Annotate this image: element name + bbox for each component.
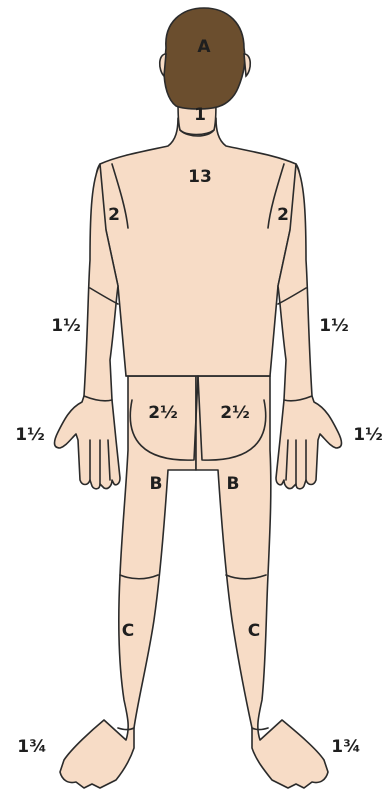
label-foot-right: 1¾ [331, 737, 360, 757]
label-thigh-right: B [227, 474, 240, 494]
right-ankle-line [252, 728, 268, 730]
left-ankle-line [118, 728, 134, 730]
label-foot-left: 1¾ [17, 737, 46, 757]
label-lower-leg-left: C [122, 621, 134, 641]
label-upper-arm-right: 2 [277, 205, 289, 225]
label-neck: 1 [194, 105, 206, 125]
label-head: A [197, 37, 211, 57]
label-hand-right: 1½ [353, 425, 382, 445]
trunk [96, 118, 300, 376]
left-ear [160, 54, 166, 76]
label-lower-leg-right: C [248, 621, 260, 641]
label-buttock-right: 2½ [220, 403, 249, 423]
label-thigh-left: B [150, 474, 163, 494]
label-forearm-right: 1½ [319, 316, 348, 336]
label-buttock-left: 2½ [148, 403, 177, 423]
label-forearm-left: 1½ [51, 316, 80, 336]
label-trunk: 13 [188, 167, 212, 187]
right-ear [244, 54, 250, 76]
label-hand-left: 1½ [15, 425, 44, 445]
label-upper-arm-left: 2 [108, 205, 120, 225]
head-hair [164, 8, 245, 109]
